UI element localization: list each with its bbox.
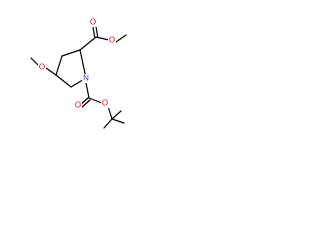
ester-oxygen-single-bg xyxy=(108,36,116,45)
carbamate-oxygen-single-bg xyxy=(101,99,109,108)
methoxy-oxygen: O xyxy=(39,63,45,72)
bond-carbamate-carbonyl-b xyxy=(80,99,91,109)
bond-carbamate-c-o xyxy=(88,97,103,104)
bond-c2-c3 xyxy=(61,49,81,57)
molecule-svg: O O O N O O xyxy=(30,18,127,129)
ring-nitrogen: N xyxy=(83,74,89,83)
bond-c4-c5 xyxy=(55,74,72,88)
bond-tbu-me3 xyxy=(111,110,122,120)
molecule-structure: O O O N O O xyxy=(0,0,152,152)
bond-o-tbu xyxy=(107,105,113,120)
bond-c2-ester-carbon xyxy=(79,36,97,51)
bond-tbu-me2 xyxy=(111,118,125,124)
bond-c4-o xyxy=(45,67,57,76)
ester-oxygen-single: O xyxy=(109,36,115,45)
ester-oxygen-double: O xyxy=(90,18,96,27)
bond-c3-c4 xyxy=(55,55,63,76)
bond-ester-c-o xyxy=(95,36,110,41)
bond-ester-o-methyl xyxy=(115,34,127,43)
bond-tbu-me1 xyxy=(103,118,113,129)
bond-n1-c2 xyxy=(79,49,87,79)
ester-oxygen-double-bg xyxy=(89,18,97,27)
carbamate-oxygen-double: O xyxy=(75,101,81,110)
carbamate-oxygen-single: O xyxy=(102,99,108,108)
bond-n-carbamate xyxy=(85,82,90,99)
nitrogen-bg xyxy=(82,74,90,83)
carbamate-oxygen-double-bg xyxy=(74,101,82,110)
bond-o-methyl xyxy=(30,57,40,67)
methoxy-oxygen-bg xyxy=(38,63,46,72)
